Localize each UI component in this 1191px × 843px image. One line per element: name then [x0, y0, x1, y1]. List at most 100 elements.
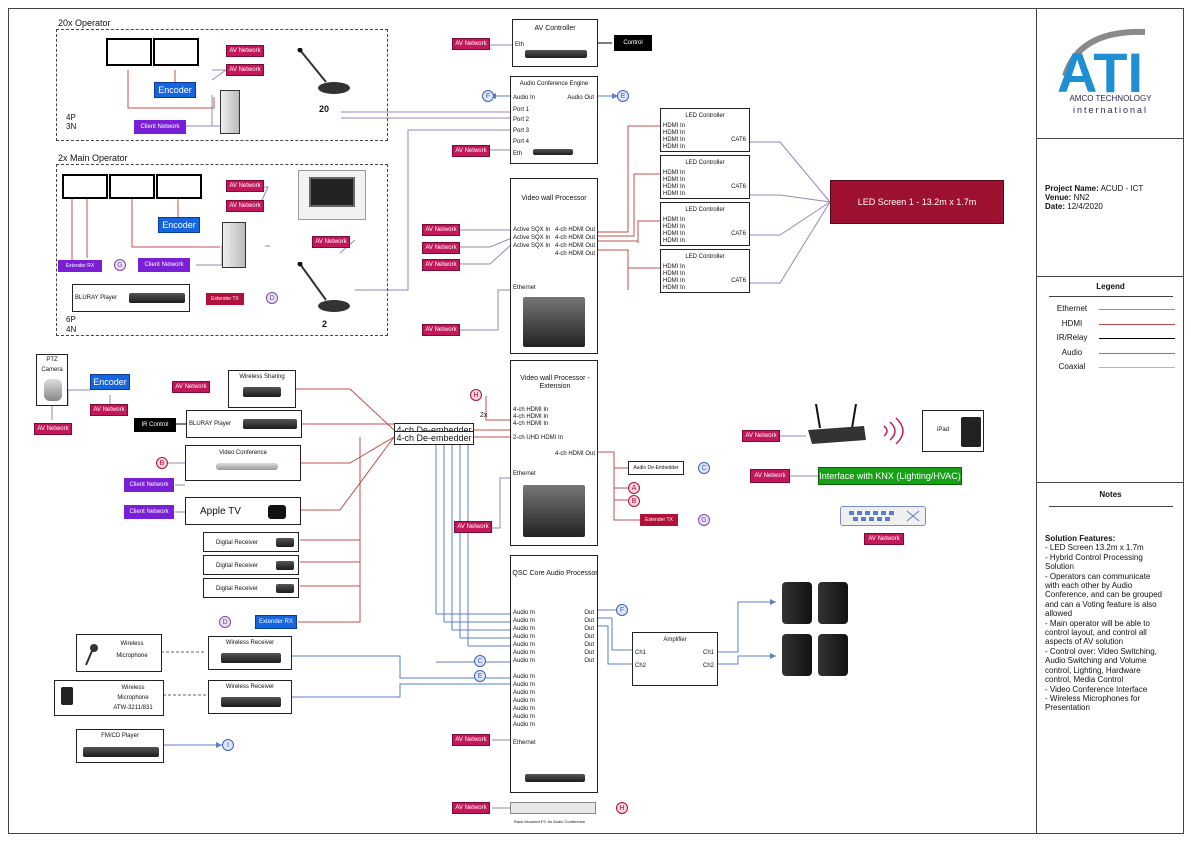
output-port: 4-ch HDMI Out: [554, 243, 595, 249]
av-network-badge: AV Network: [226, 45, 264, 57]
out-port: Out: [584, 642, 594, 648]
wireless-receiver-label: Wireless Receiver: [225, 684, 275, 690]
hdmi-in-port: HDMI In: [663, 264, 686, 270]
wireless-router-icon: [806, 400, 868, 448]
legend-line-swatch: [1099, 352, 1175, 354]
ch1-out: Ch1: [702, 650, 714, 656]
port: Port 2: [513, 117, 530, 123]
amplifier-title: Amplifier: [663, 637, 687, 643]
cat6-port: CAT6: [731, 231, 746, 237]
client-network-badge: Client Network: [134, 120, 186, 134]
hdmi-in-port: HDMI In: [663, 144, 686, 150]
config-ports: 4P: [66, 113, 76, 122]
port: Port 4: [513, 139, 530, 145]
input-port: 4-ch HDMI In: [513, 407, 549, 413]
fm-cd-device-icon: [83, 747, 159, 757]
venue-label: Venue:: [1045, 193, 1072, 202]
marker-d: D: [219, 616, 231, 628]
video-wall-processor: Video wall Processor Active SQX In Activ…: [510, 178, 598, 354]
notes-line: Presentation: [1045, 703, 1090, 713]
hdmi-in-port: HDMI In: [663, 224, 686, 230]
audio-in-port: Audio In: [513, 658, 536, 664]
output-port: 4-ch HDMI Out: [554, 251, 595, 257]
wireless-sharing-label: Wireless Sharing: [239, 374, 285, 380]
hdmi-in-port: HDMI In: [663, 184, 686, 190]
bluray-device-icon: [129, 293, 185, 303]
legend-item-label: HDMI: [1061, 318, 1083, 328]
legend-item: IR/Relay: [1037, 333, 1184, 345]
receiver-device-icon: [221, 697, 281, 707]
project-name-label: Project Name:: [1045, 184, 1099, 193]
x2-label: 2x: [480, 412, 488, 419]
wireless-label: Wireless: [120, 641, 144, 647]
microphone-icon: [83, 643, 99, 667]
server-chassis-icon: [523, 297, 585, 347]
marker-d: D: [266, 292, 278, 304]
ir-control-badge: IR Control: [134, 418, 176, 432]
extender-tx-badge: Extender TX: [640, 514, 678, 526]
ethernet-port: Ethernet: [513, 285, 536, 291]
operator-group-2x: [56, 164, 388, 336]
input-port: 4-ch HDMI In: [513, 414, 549, 420]
notes-line: control, Media Control: [1045, 675, 1124, 685]
eth-port: Eth: [513, 151, 523, 157]
notes-line: allowed: [1045, 609, 1073, 619]
engine-device-icon: [533, 149, 573, 155]
out-port: Out: [584, 626, 594, 632]
notes-line: Conference, and can be grouped: [1045, 590, 1162, 600]
notes-line: control, Lighting, Hardware: [1045, 665, 1141, 675]
av-network-badge: AV Network: [226, 180, 264, 192]
input-port: Active SQX In: [513, 243, 551, 249]
led-controller: LED Controller HDMI In HDMI In HDMI In H…: [660, 155, 750, 199]
bluray-device-icon: [243, 419, 297, 429]
speaker-icon: [782, 634, 812, 676]
notes-line: Solution Features:: [1045, 534, 1116, 543]
wireless-lav-microphone: Wireless Microphone ATW-3211/831: [54, 680, 164, 716]
ipad: iPad: [922, 410, 984, 452]
apple-tv-device-icon: [268, 505, 286, 519]
marker-h: H: [616, 802, 628, 814]
network-switch-icon: [840, 506, 926, 526]
marker-a: A: [628, 482, 640, 494]
logo-line2: international: [1072, 105, 1149, 115]
audio-de-embedder: Audio De-Embedder: [628, 461, 684, 475]
client-network-badge: Client Network: [138, 258, 190, 272]
fm-cd-label: FM/CD Player: [101, 733, 139, 739]
hdmi-in-port: HDMI In: [663, 231, 686, 237]
encoder: Encoder: [90, 374, 130, 390]
digital-receiver: Digital Receiver: [203, 555, 299, 575]
video-bar-icon: [216, 463, 278, 470]
camera-label: Camera: [41, 367, 63, 373]
legend-item-label: Coaxial: [1058, 362, 1086, 371]
output-port: 4-ch HDMI Out: [554, 235, 595, 241]
receiver-device-icon: [276, 538, 294, 547]
logo-brand-text: ATI: [1057, 41, 1143, 98]
led-controller-title: LED Controller: [685, 160, 725, 166]
encoder: Encoder: [154, 82, 196, 98]
wireless-sharing: Wireless Sharing: [228, 370, 296, 408]
audio-conference-engine: Audio Conference Engine Audio In Audio O…: [510, 76, 598, 164]
monitor: [62, 174, 108, 199]
av-network-badge: AV Network: [422, 242, 460, 254]
knx-interface: Interface with KNX (Lighting/HVAC): [818, 467, 962, 485]
av-network-badge: AV Network: [90, 404, 128, 416]
extender-rx-badge: Extender RX: [58, 260, 102, 272]
conference-microphone-icon: [296, 261, 352, 314]
legend-line-swatch: [1099, 338, 1175, 339]
client-network-badge: Client Network: [124, 478, 174, 492]
operator-group-2x-title: 2x Main Operator: [58, 153, 128, 163]
notes-body: Solution Features:- LED Screen 13.2m x 1…: [1045, 534, 1181, 713]
notes-line: - Operators can communicate: [1045, 571, 1151, 581]
marker-c: C: [474, 655, 486, 667]
notes-line: - Video Conference Interface: [1045, 684, 1148, 694]
speaker-icon: [818, 582, 848, 624]
marker-f: F: [482, 90, 494, 102]
touch-panel-icon: [298, 170, 366, 220]
digital-receiver-label: Digital Receiver: [216, 586, 259, 592]
led-controller: LED Controller HDMI In HDMI In HDMI In H…: [660, 249, 750, 293]
wireless-receiver: Wireless Receiver: [208, 680, 292, 714]
av-network-badge: AV Network: [454, 521, 492, 533]
rack-pc-icon: [510, 802, 596, 814]
de-embedder: 4-ch De-embedder: [394, 431, 474, 445]
